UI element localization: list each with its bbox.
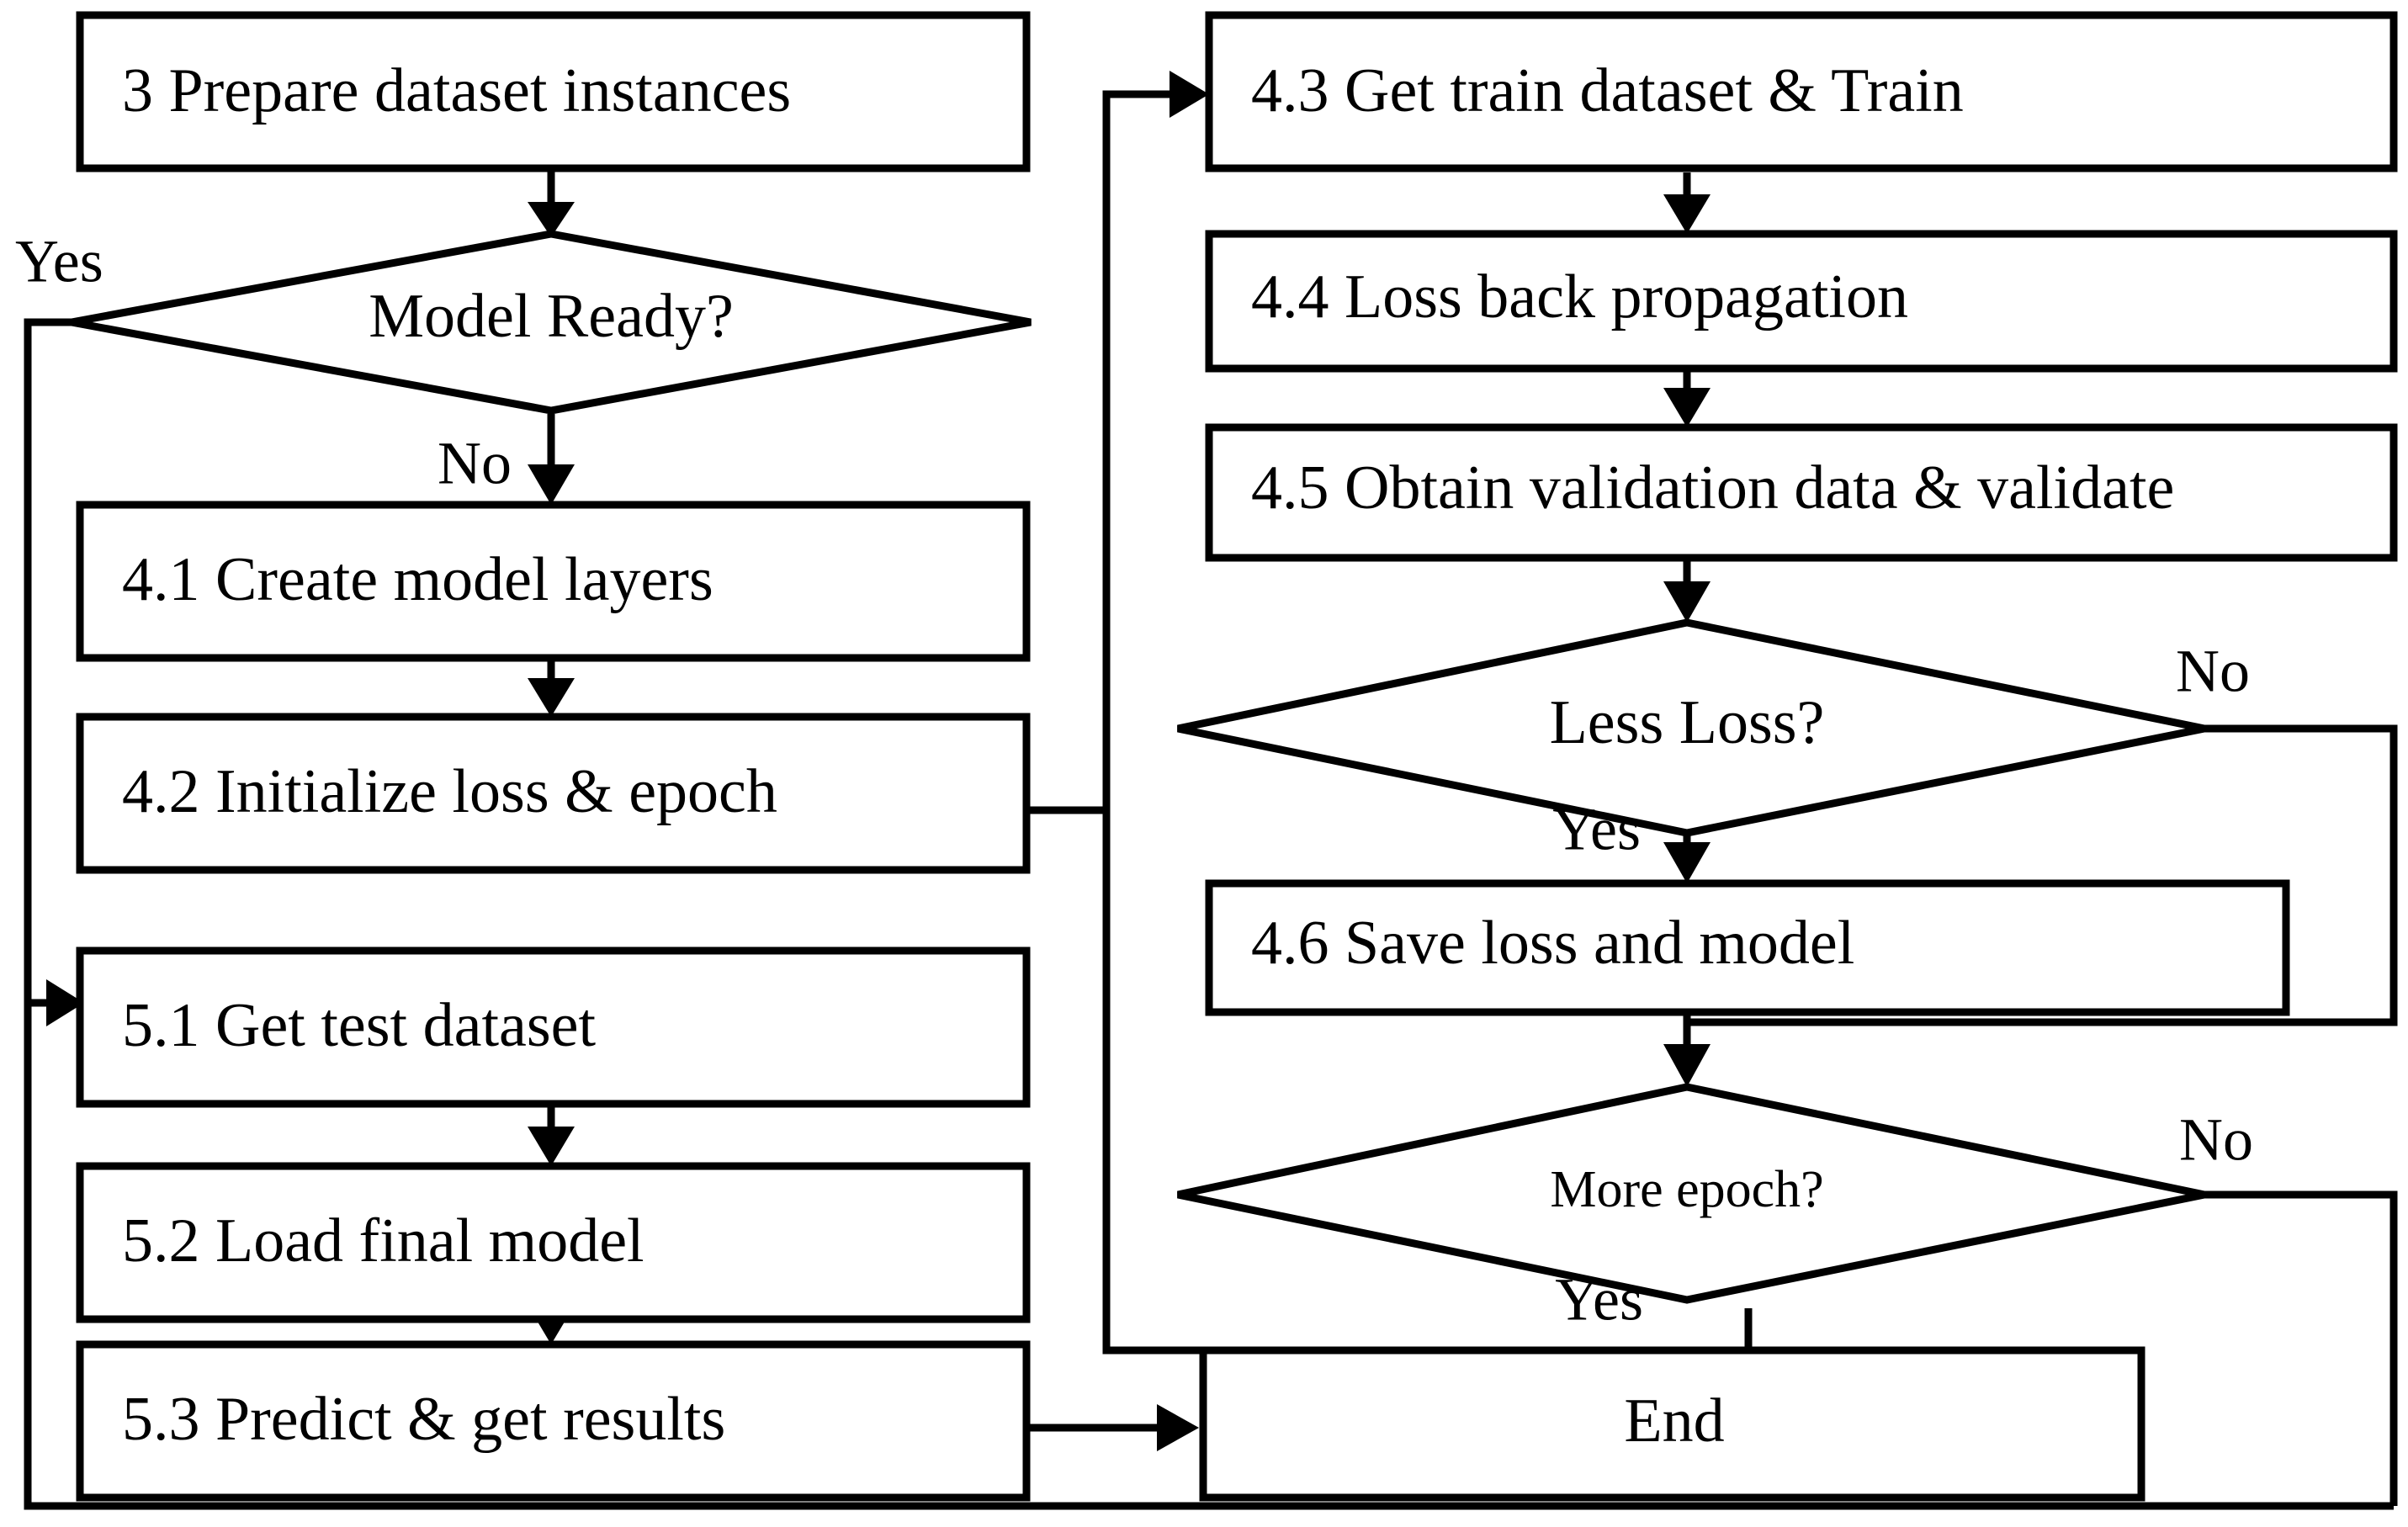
node-prepare-dataset-instances-label: 3 Prepare dataset instances	[122, 56, 791, 125]
edge-label-less-loss-yes: Yes	[1552, 796, 1641, 863]
node-loss-back-propagation[interactable]: 4.4 Loss back propagation	[1205, 230, 2398, 373]
node-predict-get-results-label: 5.3 Predict & get results	[122, 1385, 725, 1454]
node-get-test-dataset-label: 5.1 Get test dataset	[122, 991, 596, 1060]
node-end[interactable]: End	[1199, 1346, 2145, 1502]
node-more-epoch-decision[interactable]: More epoch?	[1177, 1083, 2205, 1304]
node-model-ready-shape	[71, 230, 1032, 415]
edge-label-more-epoch-no: No	[2179, 1106, 2253, 1174]
arrowhead-45-to-less-loss	[1663, 581, 1711, 623]
node-create-model-layers[interactable]: 4.1 Create model layers	[76, 501, 1031, 662]
node-model-ready-label: Model Ready?	[369, 282, 734, 351]
arrowhead-46-to-more-epoch	[1663, 1044, 1711, 1087]
edge-label-model-ready-no: No	[438, 430, 512, 497]
node-prepare-dataset-instances-box	[76, 11, 1031, 172]
arrowhead-44-to-45	[1663, 388, 1711, 427]
edge-label-less-loss-no: No	[2176, 638, 2250, 705]
node-get-train-dataset-train-box	[1205, 11, 2398, 172]
node-load-final-model[interactable]: 5.2 Load final model	[76, 1162, 1031, 1323]
node-loss-back-propagation-box	[1205, 230, 2398, 373]
edge-model-ready-yes	[24, 318, 72, 1003]
node-get-test-dataset[interactable]: 5.1 Get test dataset	[76, 946, 1031, 1108]
arrowhead-43-to-44	[1663, 194, 1711, 234]
node-less-loss-decision[interactable]: Less Loss?	[1177, 618, 2205, 837]
node-obtain-validation-data-validate[interactable]: 4.5 Obtain validation data & validate	[1205, 423, 2398, 562]
node-end-box	[1199, 1346, 2145, 1502]
edge-more-epoch-no	[2204, 1190, 2398, 1506]
node-get-train-dataset-train-label: 4.3 Get train dataset & Train	[1251, 56, 1964, 125]
arrowhead-model-ready-yes	[46, 979, 84, 1026]
arrowhead-41-to-42	[528, 678, 575, 717]
node-initialize-loss-epoch[interactable]: 4.2 Initialize loss & epoch	[76, 713, 1031, 874]
node-load-final-model-box	[76, 1162, 1031, 1323]
arrowhead-prepare-to-model-ready	[528, 202, 575, 237]
edge-42-to-43	[1026, 90, 1174, 814]
node-loss-back-propagation-label: 4.4 Loss back propagation	[1251, 262, 1908, 331]
node-obtain-validation-data-validate-label: 4.5 Obtain validation data & validate	[1251, 453, 2174, 522]
node-model-ready-decision[interactable]: Model Ready?	[71, 230, 1032, 415]
node-end-label: End	[1624, 1386, 1724, 1455]
node-less-loss-shape	[1177, 618, 2205, 837]
node-get-train-dataset-train[interactable]: 4.3 Get train dataset & Train	[1205, 11, 2398, 172]
edge-label-more-epoch-yes: Yes	[1555, 1266, 1643, 1333]
node-get-test-dataset-box	[76, 946, 1031, 1108]
node-more-epoch-shape	[1177, 1083, 2205, 1304]
node-predict-get-results[interactable]: 5.3 Predict & get results	[76, 1340, 1031, 1502]
node-load-final-model-label: 5.2 Load final model	[122, 1206, 644, 1275]
arrowhead-51-to-52	[528, 1127, 575, 1166]
arrowhead-less-loss-yes	[1663, 842, 1711, 883]
edge-label-model-ready-yes: Yes	[15, 228, 103, 295]
node-create-model-layers-label: 4.1 Create model layers	[122, 545, 713, 614]
node-obtain-validation-data-validate-box	[1205, 423, 2398, 562]
node-less-loss-label: Less Loss?	[1550, 688, 1825, 757]
arrowhead-model-ready-no	[528, 464, 575, 505]
edge-less-loss-no	[1687, 724, 2398, 1026]
edge-bottom-rail	[24, 1003, 2394, 1510]
node-more-epoch-label: More epoch?	[1550, 1161, 1823, 1218]
node-prepare-dataset-instances[interactable]: 3 Prepare dataset instances	[76, 11, 1031, 172]
node-predict-get-results-box	[76, 1340, 1031, 1502]
arrowhead-42-to-43	[1170, 71, 1209, 118]
node-save-loss-and-model-label: 4.6 Save loss and model	[1251, 909, 1854, 978]
node-initialize-loss-epoch-label: 4.2 Initialize loss & epoch	[122, 757, 777, 826]
node-initialize-loss-epoch-box	[76, 713, 1031, 874]
node-create-model-layers-box	[76, 501, 1031, 662]
arrowhead-53-to-end	[1157, 1404, 1199, 1451]
node-save-loss-and-model-box	[1205, 879, 2290, 1016]
node-save-loss-and-model[interactable]: 4.6 Save loss and model	[1205, 879, 2290, 1016]
